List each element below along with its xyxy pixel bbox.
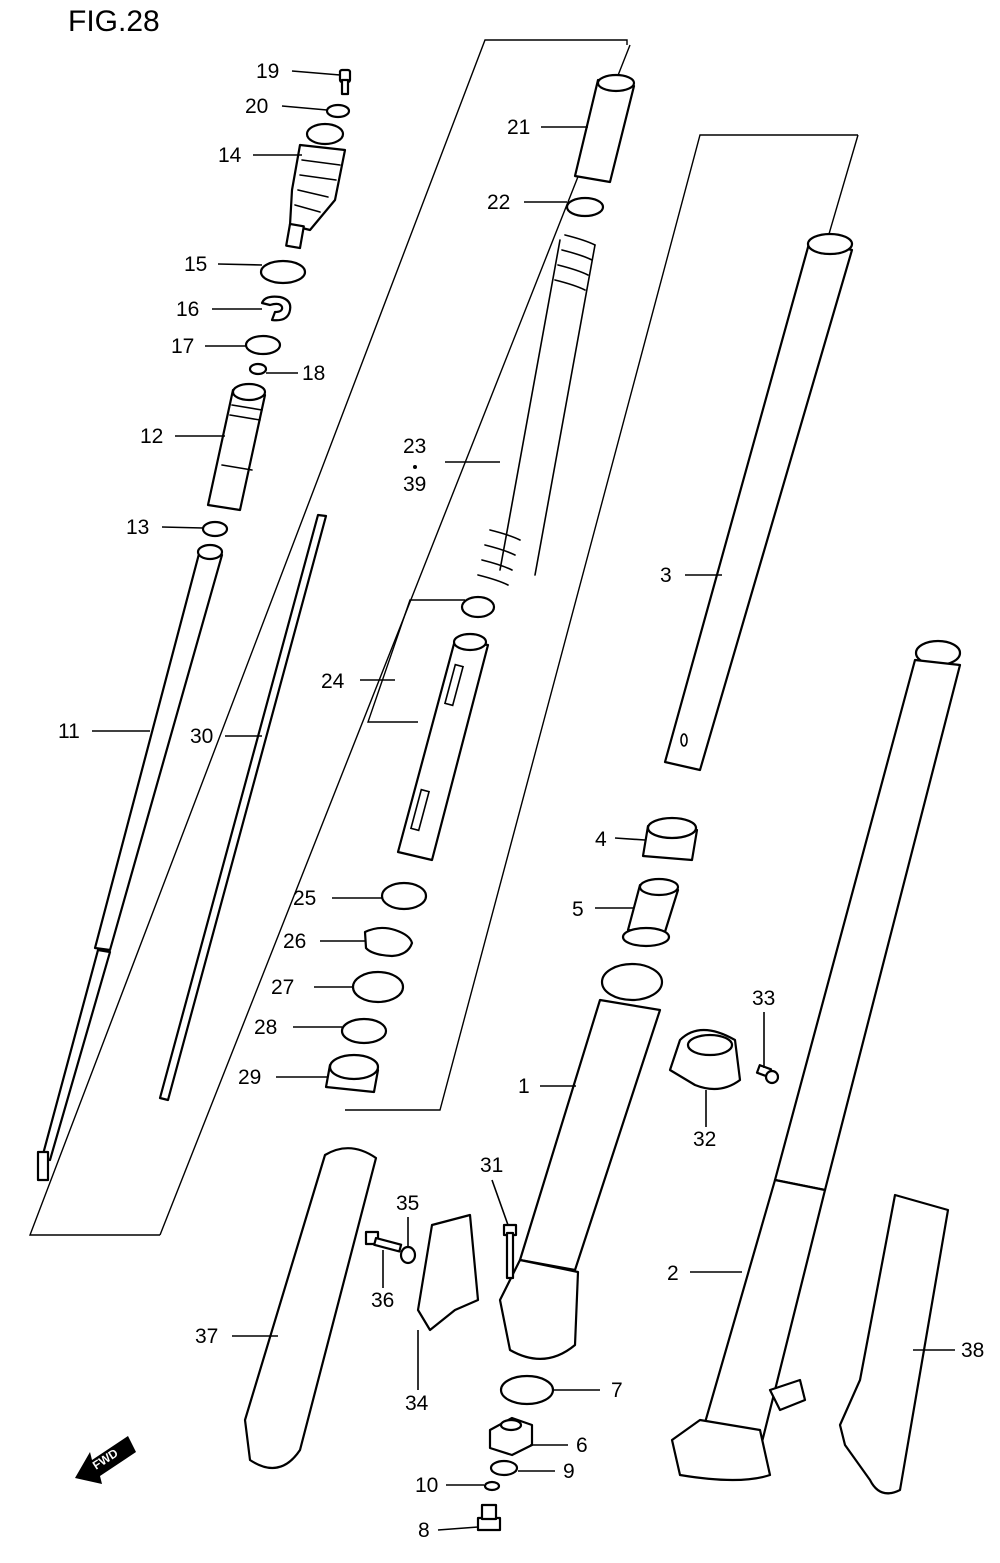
callout-9: 9 (563, 1460, 575, 1483)
part-15-o-ring (259, 259, 307, 285)
part-18-small-washer (248, 362, 268, 376)
part-32-clamp (668, 1029, 742, 1091)
callout-2: 2 (667, 1262, 679, 1285)
part-6-nut (488, 1416, 534, 1457)
callout-14: 14 (218, 144, 242, 167)
callout-5: 5 (572, 898, 584, 921)
part-7-gasket (499, 1374, 555, 1406)
part-26-seal (363, 926, 414, 958)
part-34-bracket (416, 1213, 480, 1332)
callout-38: 38 (961, 1339, 984, 1362)
group-frame-left (28, 39, 631, 1236)
part-22-washer (565, 196, 605, 218)
callout-33: 33 (752, 987, 775, 1010)
callout-dot (413, 465, 417, 469)
callout-7: 7 (611, 1379, 623, 1402)
part-11-damper-rod (36, 543, 224, 1182)
callout-21: 21 (507, 116, 530, 139)
callout-36: 36 (371, 1289, 394, 1312)
part-27-oil-seal (351, 970, 405, 1004)
part-33-bolt (755, 1064, 780, 1085)
callout-11: 11 (58, 720, 80, 743)
part-16-clip (260, 295, 292, 322)
callout-32: 32 (693, 1128, 716, 1151)
callout-29: 29 (238, 1066, 261, 1089)
callout-23: 23 (403, 435, 426, 458)
callout-18: 18 (302, 362, 325, 385)
callout-22: 22 (487, 191, 510, 214)
part-2-lower-fork-leg (670, 639, 962, 1482)
part-3-fork-tube (663, 232, 854, 772)
part-35-washer (399, 1245, 417, 1265)
callout-28: 28 (254, 1016, 277, 1039)
callout-1: 1 (518, 1075, 530, 1098)
callout-39: 39 (403, 473, 426, 496)
callout-6: 6 (576, 1434, 588, 1457)
callout-27: 27 (271, 976, 294, 999)
part-38-fork-guard (838, 1193, 950, 1495)
figure-title: FIG.28 (68, 5, 160, 38)
callout-37: 37 (195, 1325, 218, 1348)
part-31-bolt (502, 1223, 518, 1280)
part-25-bushing (380, 881, 428, 911)
part-5-guide (621, 877, 680, 948)
part-36-bolt (364, 1230, 403, 1253)
callout-13: 13 (126, 516, 149, 539)
part-37-fork-guard (243, 1147, 378, 1470)
part-24-inner-tube (396, 595, 496, 862)
callout-3: 3 (660, 564, 672, 587)
callout-labels: 19 20 14 15 16 17 18 12 13 11 30 21 22 2… (58, 60, 984, 1542)
callout-16: 16 (176, 298, 199, 321)
callout-30: 30 (190, 725, 213, 748)
part-4-bushing (641, 816, 699, 862)
callout-8: 8 (418, 1519, 430, 1542)
part-14-damper-adjuster (285, 122, 347, 250)
part-21-spacer (573, 73, 636, 184)
callout-24: 24 (321, 670, 345, 693)
part-8-bolt (476, 1503, 502, 1532)
part-19-screw (338, 68, 352, 96)
callout-35: 35 (396, 1192, 419, 1215)
part-9-washer (489, 1459, 519, 1477)
part-30-rod (158, 513, 328, 1102)
part-29-dust-seal (324, 1053, 380, 1094)
part-12-cylinder (206, 382, 267, 512)
part-28-ring (340, 1017, 388, 1045)
callout-12: 12 (140, 425, 163, 448)
callout-17: 17 (171, 335, 194, 358)
callout-31: 31 (480, 1154, 503, 1177)
callout-15: 15 (184, 253, 207, 276)
part-17-washer (244, 334, 282, 356)
callout-34: 34 (405, 1392, 429, 1415)
group-frame-right (345, 134, 859, 1111)
part-23-spring (477, 234, 596, 586)
part-10-washer (483, 1480, 501, 1492)
leader-lines (92, 70, 955, 1531)
part-13-washer (201, 520, 229, 538)
part-20-washer (325, 103, 351, 119)
callout-19: 19 (256, 60, 279, 83)
group-frame-part-24 (367, 599, 465, 723)
forward-direction-arrow: FWD (75, 1436, 136, 1484)
part-1-outer-tube (498, 962, 664, 1360)
callout-20: 20 (245, 95, 268, 118)
callout-26: 26 (283, 930, 306, 953)
callout-25: 25 (293, 887, 316, 910)
callout-4: 4 (595, 828, 607, 851)
callout-10: 10 (415, 1474, 438, 1497)
